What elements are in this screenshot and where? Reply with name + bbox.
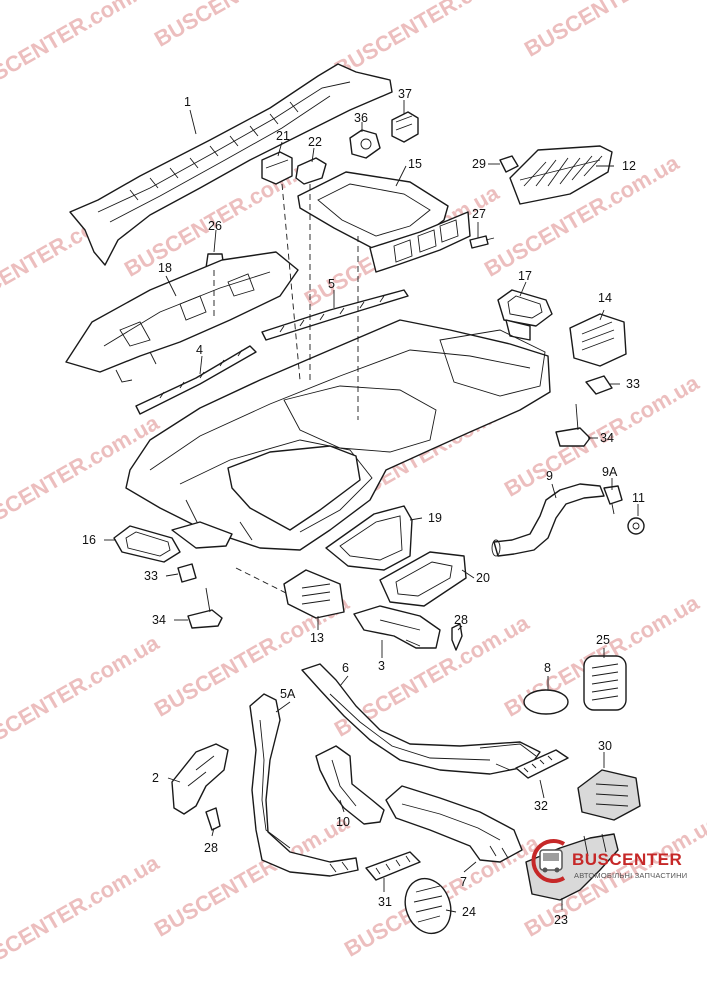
callout-37: 37	[398, 87, 412, 101]
part-21-bracket	[261, 151, 293, 185]
part-16-vent-frame	[113, 521, 233, 563]
callout-4: 4	[196, 343, 203, 357]
part-23-rear-duct	[525, 833, 619, 901]
callout-31: 31	[378, 895, 392, 909]
callout-21: 21	[276, 129, 290, 143]
callout-10: 10	[336, 815, 350, 829]
part-31-grille-strip	[365, 851, 421, 881]
callout-33-left: 33	[144, 569, 158, 583]
callout-30: 30	[598, 739, 612, 753]
leader-lines	[104, 100, 639, 913]
part-30-rear-vent	[577, 769, 641, 821]
part-28-lower-screw	[205, 807, 221, 831]
callout-18: 18	[158, 261, 172, 275]
part-34-right-mount	[555, 403, 591, 447]
part-29-clip	[499, 155, 519, 173]
part-20-center-vent	[379, 551, 467, 607]
callout-3: 3	[378, 659, 385, 673]
callout-32: 32	[534, 799, 548, 813]
callout-26: 26	[208, 219, 222, 233]
part-33-left-clip	[177, 563, 197, 583]
part-24-round-grille	[404, 877, 452, 935]
part-36-sensor	[349, 129, 381, 159]
part-6-air-duct	[301, 663, 541, 775]
callout-labels: 1 37 36 21 22 15 29 12 27 26 18 5 4 17 1…	[82, 87, 645, 927]
part-2-bracket	[171, 743, 229, 815]
callout-34-right: 34	[600, 431, 614, 445]
part-13-vent	[283, 569, 345, 619]
part-17-vent-frame	[497, 289, 553, 341]
callout-20: 20	[476, 571, 490, 585]
callout-23: 23	[554, 913, 568, 927]
callout-14: 14	[598, 291, 612, 305]
part-37-connector	[391, 111, 419, 143]
callout-7: 7	[460, 875, 467, 889]
bus-logo-icon	[531, 839, 566, 883]
callout-29: 29	[472, 157, 486, 171]
part-1-cowl-panel	[69, 63, 393, 266]
part-27-screw	[469, 235, 495, 249]
part-14-side-vent	[569, 313, 627, 367]
callout-9: 9	[546, 469, 553, 483]
part-34-left-mount	[187, 587, 223, 629]
part-11-connector	[627, 517, 645, 535]
part-22-bracket	[295, 157, 327, 185]
part-12-speaker-grille	[509, 145, 613, 205]
callout-8: 8	[544, 661, 551, 675]
callout-22: 22	[308, 135, 322, 149]
logo-brand-name: BUSCENTER	[572, 850, 683, 869]
part-32-grille-strip	[515, 749, 569, 779]
logo-tagline: АВТОМОБІЛЬНІ ЗАПЧАСТИНИ	[574, 871, 688, 880]
callout-15: 15	[408, 157, 422, 171]
callout-1: 1	[184, 95, 191, 109]
callout-2: 2	[152, 771, 159, 785]
callout-28-upper: 28	[454, 613, 468, 627]
part-dashboard-panel	[125, 319, 551, 551]
callout-34-left: 34	[152, 613, 166, 627]
part-9a-fitting	[603, 485, 623, 515]
callout-33-right: 33	[626, 377, 640, 391]
callout-5: 5	[328, 277, 335, 291]
part-5a-air-duct	[249, 693, 359, 877]
dashed-leader-21	[281, 183, 301, 381]
callout-16: 16	[82, 533, 96, 547]
part-3-duct-bracket	[353, 605, 441, 649]
callout-11: 11	[632, 491, 645, 505]
callout-36: 36	[354, 111, 368, 125]
part-28-upper-screw	[451, 623, 463, 651]
part-7-air-duct	[385, 785, 523, 863]
part-25-grille	[583, 655, 627, 711]
callout-5a: 5A	[280, 687, 296, 701]
dashed-leader-13	[235, 567, 301, 601]
callout-25: 25	[596, 633, 610, 647]
part-19-frame	[325, 505, 413, 571]
part-5-trim-strip	[261, 289, 409, 341]
callout-28-lower: 28	[204, 841, 218, 855]
part-18-crossmember	[65, 251, 299, 383]
buscenter-logo: BUSCENTER АВТОМОБІЛЬНІ ЗАПЧАСТИНИ	[528, 836, 698, 886]
part-9-hose	[491, 483, 605, 557]
callout-17: 17	[518, 269, 532, 283]
callout-27: 27	[472, 207, 486, 221]
callout-19: 19	[428, 511, 442, 525]
part-33-right-clip	[585, 375, 613, 395]
part-4-trim-strip	[135, 345, 257, 415]
callout-13: 13	[310, 631, 324, 645]
callout-9a: 9A	[602, 465, 618, 479]
part-10-air-duct	[315, 745, 385, 825]
part-8-cover	[523, 689, 569, 715]
part-15-instrument-bezel	[297, 171, 471, 273]
callout-12: 12	[622, 159, 636, 173]
callout-6: 6	[342, 661, 349, 675]
callout-24: 24	[462, 905, 476, 919]
